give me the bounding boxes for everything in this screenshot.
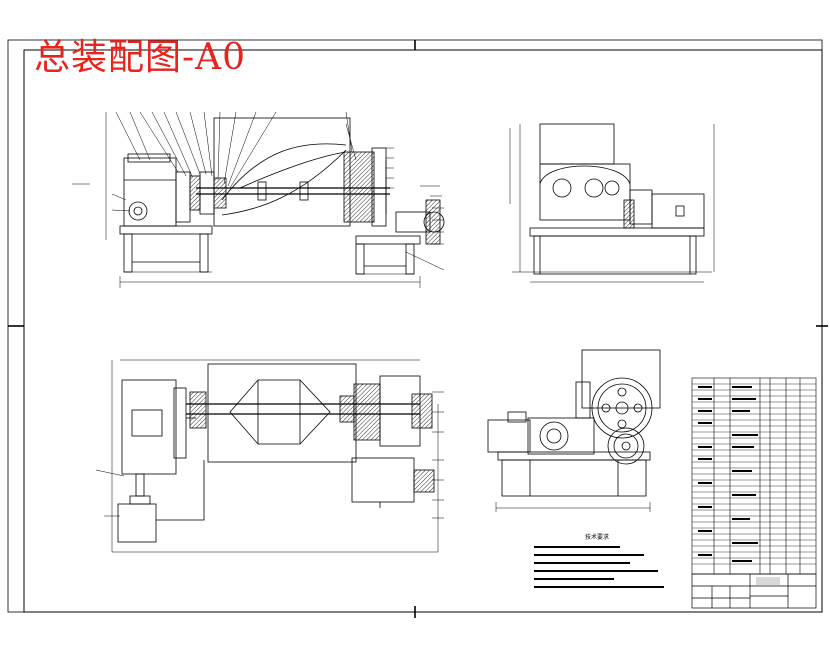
front-view (72, 111, 445, 288)
title-block (691, 573, 817, 609)
notes-lines (534, 546, 664, 588)
sheet-frame (7, 39, 828, 618)
parts-list-table (691, 377, 817, 575)
notes-heading: 技术要求 (585, 534, 610, 541)
side-view (509, 123, 715, 283)
drawing-title: 总装配图-A0 (34, 37, 247, 78)
end-view (487, 349, 661, 512)
top-view (95, 359, 444, 553)
